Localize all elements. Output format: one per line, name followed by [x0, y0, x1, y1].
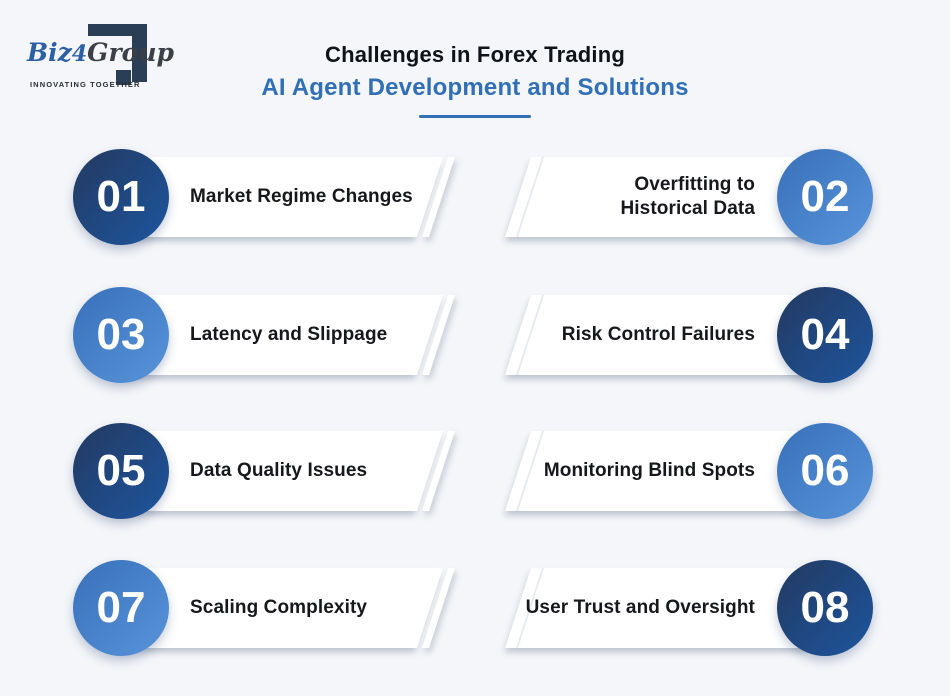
page-title: Challenges in Forex Trading: [324, 42, 625, 67]
challenge-number: 08: [800, 583, 850, 632]
challenge-number: 02: [800, 172, 850, 221]
challenge-item-08: 08 User Trust and Oversight: [0, 560, 950, 656]
challenge-number-badge: 08: [777, 560, 873, 656]
challenge-item-05: 05 Data Quality Issues: [0, 423, 950, 519]
challenge-label: Scaling Complexity: [190, 597, 368, 619]
logo-wordmark: Biz4Group: [27, 38, 174, 67]
challenge-number-badge: 05: [73, 423, 169, 519]
challenge-number-badge: 02: [777, 149, 873, 245]
logo-word-four: 4: [71, 41, 88, 67]
logo-bracket-square: [116, 70, 131, 85]
logo-bracket-side-bar: [132, 24, 147, 82]
challenge-number-badge: 06: [777, 423, 873, 519]
challenge-label: Risk Control Failures: [561, 324, 755, 346]
logo-tagline: INNOVATING TOGETHER: [30, 80, 141, 89]
challenge-number-badge: 01: [73, 149, 169, 245]
biz4group-logo: Biz4Group INNOVATING TOGETHER: [25, 18, 175, 103]
logo-word-biz: Biz: [27, 38, 72, 67]
header: Challenges in Forex Trading AI Agent Dev…: [0, 42, 950, 118]
page-subtitle: AI Agent Development and Solutions: [261, 74, 689, 101]
challenge-item-04: 04 Risk Control Failures: [0, 287, 950, 383]
challenge-number-badge: 07: [73, 560, 169, 656]
challenge-label: Monitoring Blind Spots: [543, 460, 755, 482]
logo-word-group: Group: [87, 38, 174, 67]
challenge-number-badge: 04: [777, 287, 873, 383]
challenge-item-01: 01 Market Regime Changes: [0, 149, 950, 245]
challenge-label: Latency and Slippage: [190, 324, 388, 346]
challenge-item-07: 07 Scaling Complexity: [0, 560, 950, 656]
challenge-number: 04: [800, 310, 850, 359]
challenge-item-03: 03 Latency and Slippage: [0, 287, 950, 383]
challenge-label: Overfitting to Historical Data: [620, 174, 755, 219]
challenge-number: 03: [96, 310, 146, 359]
challenge-number-badge: 03: [73, 287, 169, 383]
challenge-number: 06: [800, 446, 850, 495]
challenge-label: Market Regime Changes: [190, 186, 413, 208]
challenge-label: User Trust and Oversight: [525, 597, 755, 619]
title-underline: [419, 115, 531, 118]
challenge-item-06: 06 Monitoring Blind Spots: [0, 423, 950, 519]
challenge-item-02: 02 Overfitting to Historical Data: [0, 149, 950, 245]
challenge-number: 05: [96, 446, 146, 495]
challenge-label: Data Quality Issues: [190, 460, 368, 482]
challenge-number: 01: [96, 172, 146, 221]
challenge-number: 07: [96, 583, 146, 632]
